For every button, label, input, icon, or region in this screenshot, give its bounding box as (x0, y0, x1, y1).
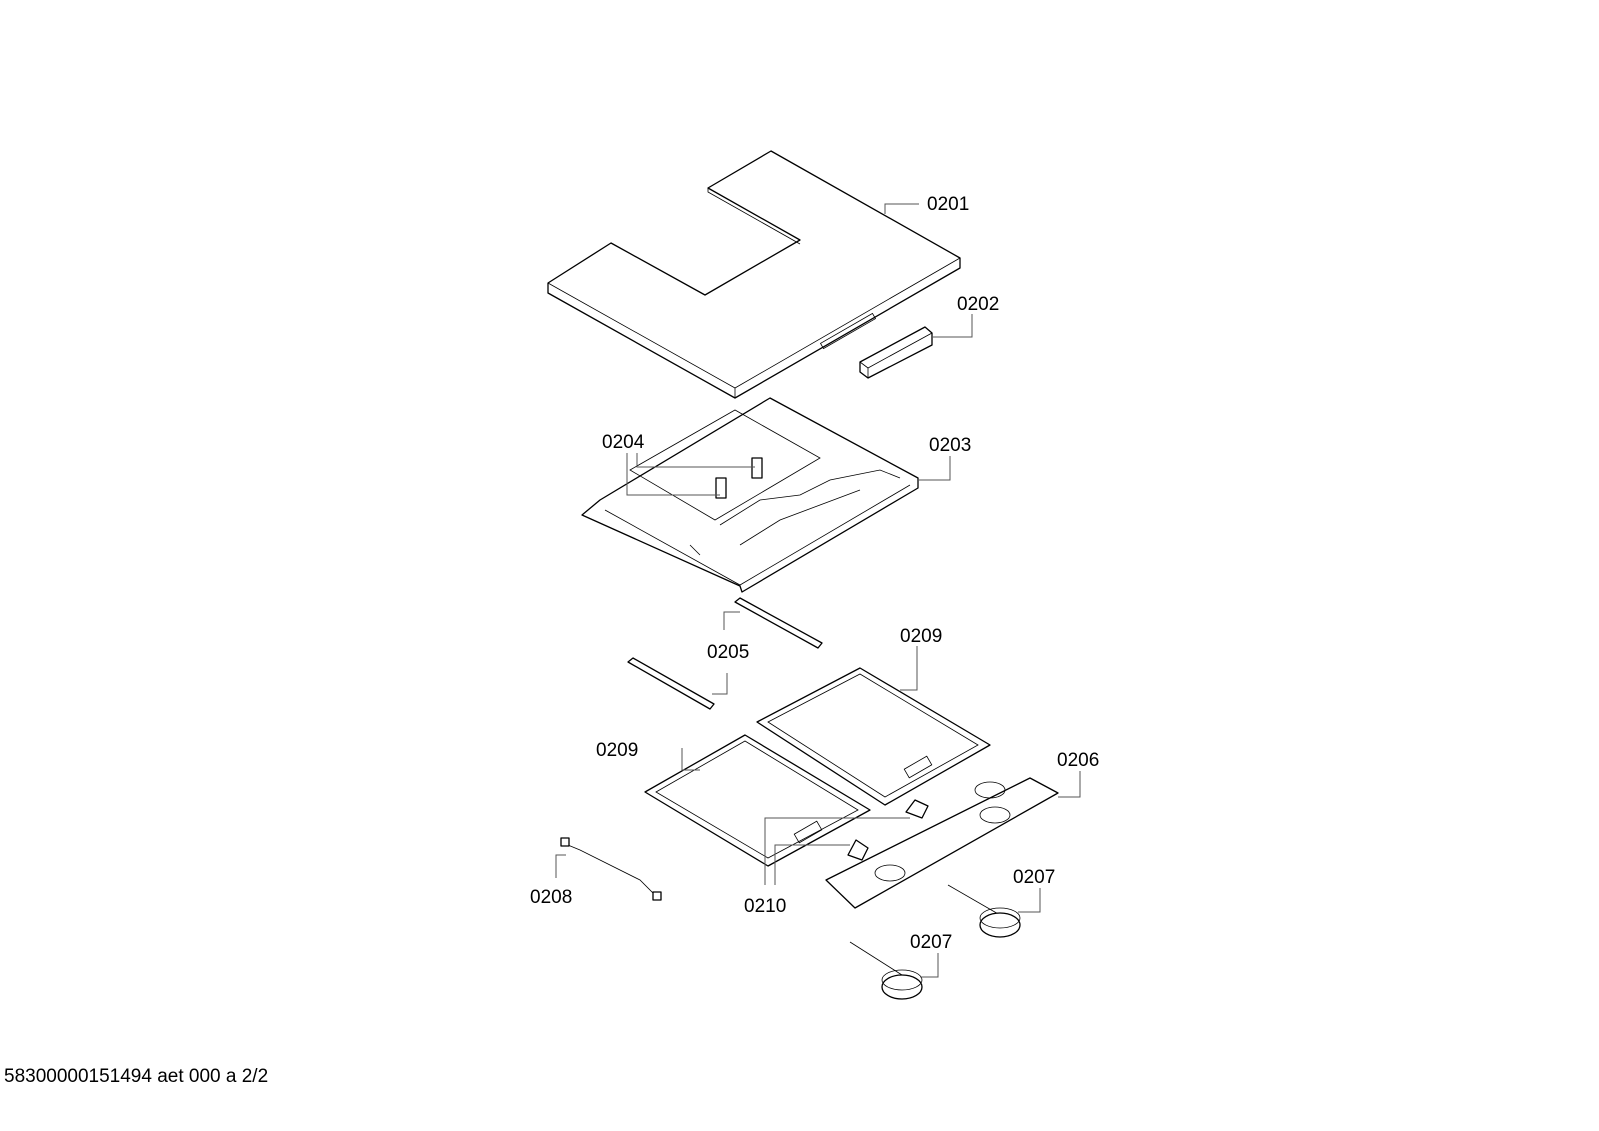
label-0210[interactable]: 0210 (744, 896, 786, 917)
label-0204[interactable]: 0204 (602, 432, 645, 453)
part-0205-rails (627, 597, 823, 710)
label-0203[interactable]: 0203 (929, 435, 971, 456)
part-0201-lid (547, 150, 961, 399)
label-0208[interactable]: 0208 (530, 887, 572, 908)
part-0210-latches (847, 799, 929, 861)
label-0207-a[interactable]: 0207 (1013, 867, 1055, 888)
label-0201[interactable]: 0201 (927, 194, 969, 215)
part-0204-clips (715, 457, 763, 499)
part-0208-cable (560, 837, 662, 901)
part-0202-module (859, 326, 933, 379)
label-0207-b[interactable]: 0207 (910, 932, 952, 953)
label-0206[interactable]: 0206 (1057, 750, 1099, 771)
part-0207-knob-a (947, 884, 1021, 938)
part-0209-filter-b (644, 734, 871, 867)
label-0209-b[interactable]: 0209 (596, 740, 638, 761)
label-0209-a[interactable]: 0209 (900, 626, 942, 647)
part-0206-panel (825, 777, 1059, 909)
leader-lines (555, 203, 1081, 978)
label-0202[interactable]: 0202 (957, 294, 999, 315)
label-0205[interactable]: 0205 (707, 642, 749, 663)
document-footer-id: 58300000151494 aet 000 a 2/2 (4, 1066, 269, 1087)
part-0209-filter-a (756, 667, 991, 806)
part-0203-tray (581, 397, 919, 593)
part-0207-knob-b (849, 941, 923, 1000)
